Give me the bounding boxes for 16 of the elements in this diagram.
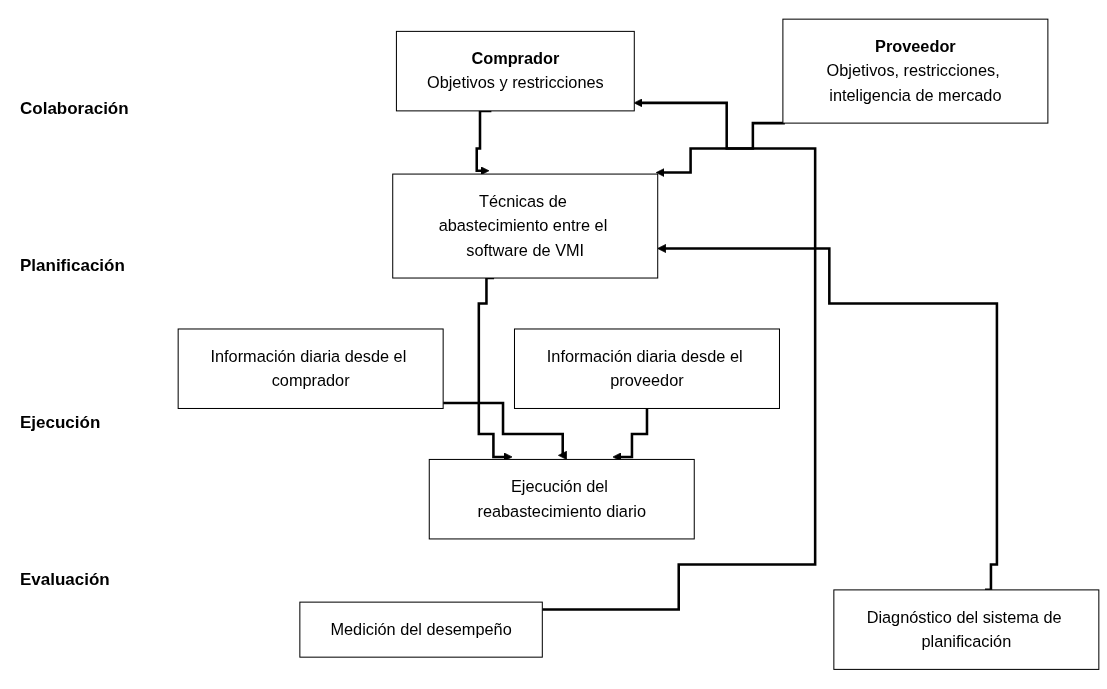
node-box: Comprador Objetivos y restricciones bbox=[395, 31, 635, 112]
node-box: Ejecución del reabastecimiento diario bbox=[428, 459, 695, 540]
node-box: Información diaria desde el comprador bbox=[177, 328, 444, 410]
node-box: Medición del desempeño bbox=[299, 601, 543, 658]
stage-label: Ejecución bbox=[20, 413, 102, 434]
node-box: Diagnóstico del sistema de planificación bbox=[833, 589, 1100, 671]
node-box: Información diaria desde el proveedor bbox=[514, 328, 780, 410]
node-box: Técnicas de abastecimiento entre el software de VMI bbox=[392, 173, 659, 279]
stage-label: Planificación bbox=[20, 255, 126, 276]
arrow bbox=[542, 98, 817, 612]
arrow bbox=[655, 122, 785, 178]
arrow bbox=[657, 244, 999, 592]
stage-label: Colaboración bbox=[20, 98, 130, 119]
arrow bbox=[443, 401, 567, 461]
stage-label: Evaluación bbox=[20, 570, 111, 591]
node-box: Proveedor Objetivos, restricciones, inteligencia de mercado bbox=[782, 18, 1049, 124]
